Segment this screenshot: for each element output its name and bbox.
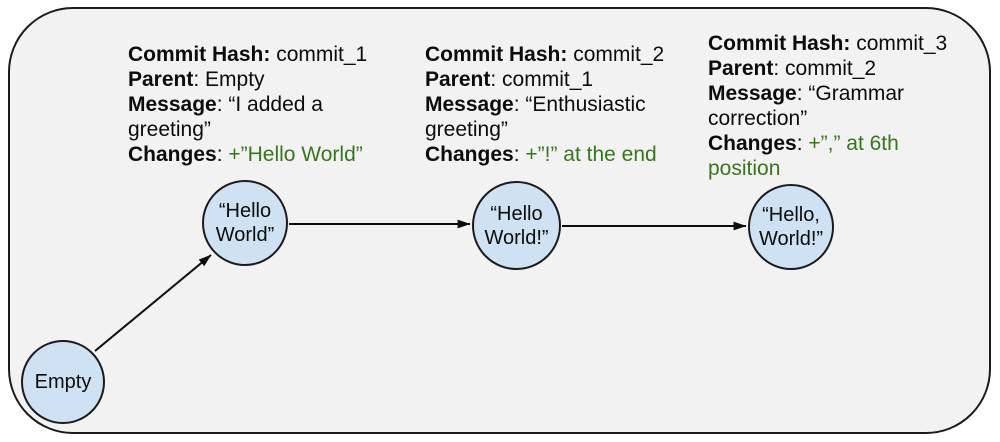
annotation-segment: : “Enthusiastic greeting”: [425, 93, 646, 141]
annotation-segment: commit_3: [856, 32, 948, 55]
annotation-segment: Parent: [708, 57, 774, 80]
annotation-commit-1: Commit Hash: commit_1 Parent: Empty Mess…: [128, 42, 420, 167]
annotation-segment: : “I added a greeting”: [128, 93, 323, 141]
annotation-segment: : commit_1: [490, 68, 594, 91]
commit-node-3: “Hello, World!”: [748, 184, 834, 270]
annotation-segment: Changes: [425, 143, 514, 166]
annotation-commit-2: Commit Hash: commit_2 Parent: commit_1 M…: [425, 42, 717, 167]
annotation-segment: : “Grammar correction”: [708, 82, 905, 130]
annotation-segment: :: [216, 143, 229, 166]
annotation-segment: :: [796, 132, 809, 155]
annotation-segment: Parent: [425, 68, 491, 91]
annotation-segment: : commit_2: [773, 57, 877, 80]
commit-node-empty: Empty: [21, 340, 105, 424]
commit-node-1: “Hello World”: [202, 180, 288, 266]
commit-node-2: “Hello World!”: [472, 181, 561, 270]
annotation-segment: commit_2: [573, 43, 665, 66]
annotation-segment: Commit Hash:: [708, 32, 851, 55]
annotation-segment: +”,” at 6th position: [708, 132, 899, 180]
annotation-segment: commit_1: [276, 43, 368, 66]
annotation-commit-3: Commit Hash: commit_3 Parent: commit_2 M…: [708, 31, 994, 181]
annotation-segment: Parent: [128, 68, 194, 91]
annotation-segment: :: [513, 143, 526, 166]
commit-node-3-label: “Hello, World!”: [758, 204, 824, 250]
annotation-segment: Message: [708, 82, 797, 105]
edge-empty-to-commit1: [94, 254, 212, 352]
annotation-segment: +”!” at the end: [525, 143, 657, 166]
annotation-segment: Commit Hash:: [128, 43, 271, 66]
annotation-segment: Changes: [128, 143, 217, 166]
annotation-segment: Commit Hash:: [425, 43, 568, 66]
annotation-segment: Changes: [708, 132, 797, 155]
commit-node-2-label: “Hello World!”: [484, 202, 549, 249]
annotation-segment: Message: [128, 93, 217, 116]
commit-node-empty-label: Empty: [34, 371, 92, 393]
annotation-segment: +”Hello World”: [228, 143, 363, 166]
commit-node-1-label: “Hello World”: [215, 200, 275, 246]
annotation-segment: : Empty: [193, 68, 265, 91]
annotation-segment: Message: [425, 93, 514, 116]
